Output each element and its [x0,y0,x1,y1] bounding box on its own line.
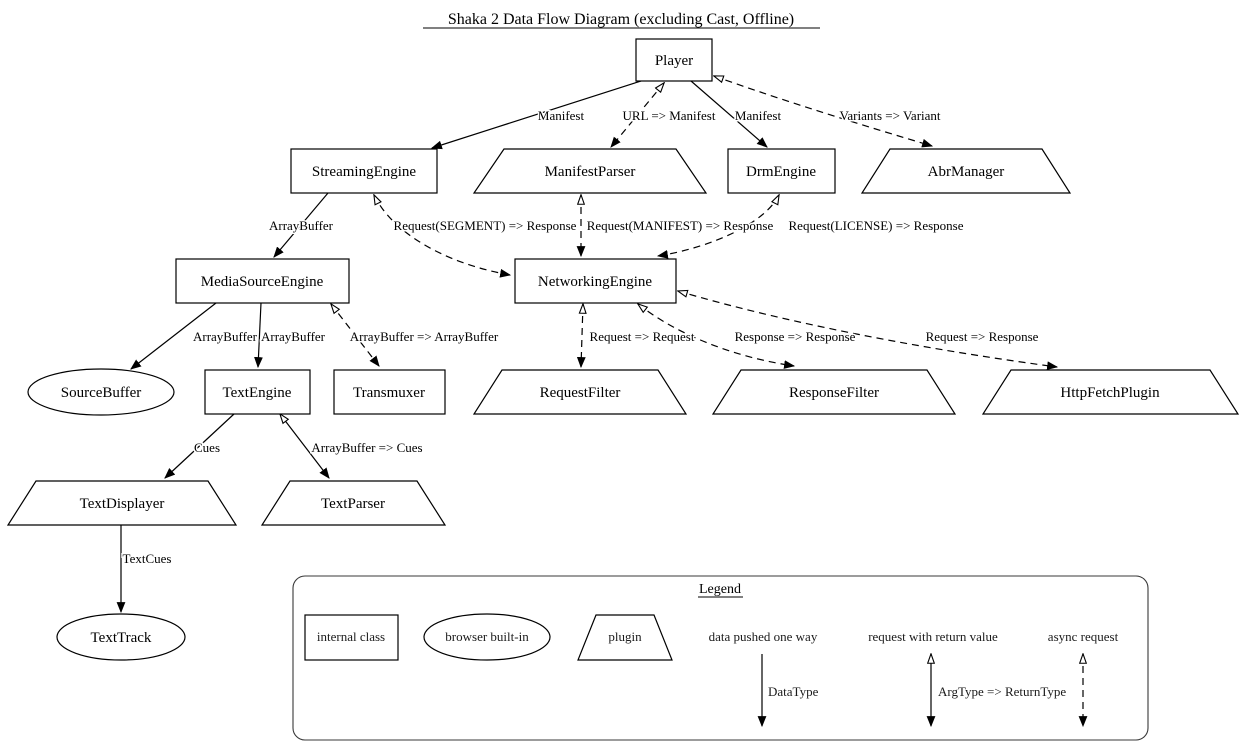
streaming-engine-shape [290,148,438,194]
edge-media-source-transmuxer [331,304,379,366]
edge-labels: Manifest URL => Manifest Manifest Varian… [121,107,1040,568]
edge-streaming-media-source [273,192,329,258]
edge-text-engine-text-parser [280,414,329,478]
text-track-shape [56,613,186,661]
legend-plugin-label: plugin [608,629,642,644]
legend: Legend internal class browser built-in p… [292,575,1149,741]
edge-manifest-networking-label: Request(MANIFEST) => Response [587,218,774,233]
edge-player-abr-manager [714,76,932,146]
text-track-label: TextTrack [91,630,152,646]
request-filter-shape [472,369,688,415]
edge-text-displayer-text-track-label: TextCues [123,551,172,566]
legend-title: Legend [699,582,741,597]
http-fetch-plugin-label: HttpFetchPlugin [1060,385,1160,401]
request-filter-label: RequestFilter [540,385,621,401]
edge-player-streaming-engine-label: Manifest [538,108,585,123]
legend-async-request-label: async request [1048,629,1119,644]
edge-player-abr-manager-label: Variants => Variant [839,108,940,123]
legend-browser-builtin-label: browser built-in [445,629,529,644]
player-shape [635,38,713,82]
edge-text-engine-text-parser-label: ArrayBuffer => Cues [311,440,422,455]
media-source-engine-shape [175,258,350,304]
response-filter-shape [711,369,957,415]
legend-internal-class-shape [304,614,399,661]
edge-networking-request-filter-label: Request => Request [590,329,695,344]
abr-manager-label: AbrManager [928,164,1005,180]
legend-request-return-label: request with return value [868,629,998,644]
legend-internal-class-label: internal class [317,629,385,644]
networking-engine-label: NetworkingEngine [538,274,652,290]
node-manifest-parser: ManifestParser [472,148,708,194]
node-abr-manager: AbrManager [860,148,1072,194]
edge-text-engine-text-displayer [164,413,235,479]
text-parser-shape [260,480,447,526]
edge-networking-http-fetch [678,291,1057,367]
edges [116,76,1057,614]
edge-networking-response-filter-label: Response => Response [735,329,856,344]
text-engine-shape [204,369,311,415]
node-drm-engine: DrmEngine [727,148,836,194]
text-parser-label: TextParser [321,496,385,512]
player-label: Player [655,53,693,69]
streaming-engine-label: StreamingEngine [312,164,416,180]
diagram-title: Shaka 2 Data Flow Diagram (excluding Cas… [448,11,794,28]
media-source-engine-label: MediaSourceEngine [201,274,324,290]
edge-text-engine-text-displayer-label: Cues [194,440,220,455]
legend-datatype-label: DataType [768,684,819,699]
node-request-filter: RequestFilter [472,369,688,415]
node-streaming-engine: StreamingEngine [290,148,438,194]
edge-streaming-networking-label: Request(SEGMENT) => Response [394,218,577,233]
node-networking-engine: NetworkingEngine [514,258,677,304]
manifest-parser-shape [472,148,708,194]
edge-player-manifest-parser-label: URL => Manifest [623,108,716,123]
node-source-buffer: SourceBuffer [27,368,175,416]
node-text-track: TextTrack [56,613,186,661]
legend-box [292,575,1149,741]
node-text-displayer: TextDisplayer [6,480,238,526]
node-response-filter: ResponseFilter [711,369,957,415]
text-displayer-shape [6,480,238,526]
edge-drm-networking [658,195,779,256]
legend-plugin-shape [577,614,673,661]
abr-manager-shape [860,148,1072,194]
edge-player-drm-engine-label: Manifest [735,108,782,123]
manifest-parser-label: ManifestParser [545,164,636,180]
edge-player-manifest-parser [611,83,664,147]
drm-engine-label: DrmEngine [746,164,816,180]
node-text-parser: TextParser [260,480,447,526]
transmuxer-label: Transmuxer [353,385,425,401]
edge-media-source-source-buffer-label: ArrayBuffer [193,329,258,344]
legend-browser-builtin-shape [423,613,551,661]
edge-media-source-text-engine-label: ArrayBuffer [261,329,326,344]
edge-networking-http-fetch-label: Request => Response [926,329,1039,344]
edge-streaming-media-source-label: ArrayBuffer [269,218,334,233]
node-player: Player [635,38,713,82]
edge-player-streaming-engine [430,80,642,150]
edge-media-source-text-engine [254,302,263,369]
drm-engine-shape [727,148,836,194]
legend-data-pushed-label: data pushed one way [709,629,818,644]
networking-engine-shape [514,258,677,304]
http-fetch-plugin-shape [981,369,1240,415]
edge-media-source-source-buffer [130,302,217,370]
text-displayer-label: TextDisplayer [80,496,165,512]
source-buffer-shape [27,368,175,416]
edge-networking-request-filter [581,304,583,367]
node-http-fetch-plugin: HttpFetchPlugin [981,369,1240,415]
nodes: Player StreamingEngine ManifestParser Dr… [6,38,1240,661]
edge-media-source-transmuxer-label: ArrayBuffer => ArrayBuffer [350,329,499,344]
node-transmuxer: Transmuxer [333,369,446,415]
legend-argtype-label: ArgType => ReturnType [938,684,1066,699]
response-filter-label: ResponseFilter [789,385,879,401]
text-engine-label: TextEngine [223,385,292,401]
node-text-engine: TextEngine [204,369,311,415]
source-buffer-label: SourceBuffer [61,385,142,401]
edge-drm-networking-label: Request(LICENSE) => Response [789,218,964,233]
node-media-source-engine: MediaSourceEngine [175,258,350,304]
edge-streaming-networking [374,195,510,275]
transmuxer-shape [333,369,446,415]
